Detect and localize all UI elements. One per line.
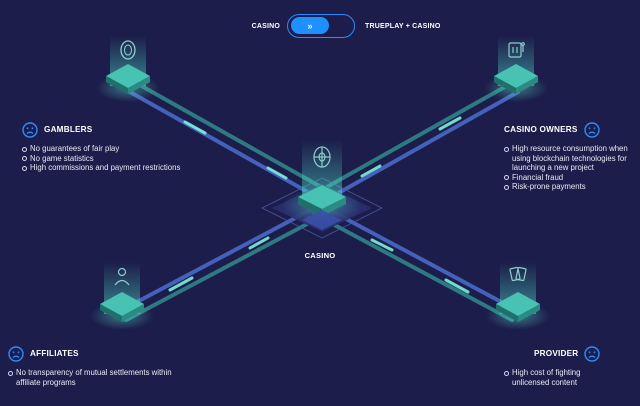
node-casino-owners [484, 36, 548, 102]
affiliates-title: AFFILIATES [30, 349, 79, 359]
list-item: High resource consumption when using blo… [504, 144, 634, 173]
hub-label: CASINO [304, 251, 336, 260]
provider-block: PROVIDER High cost of fighting unlicense… [504, 346, 616, 387]
casino-owners-block: CASINO OWNERS High resource consumption … [504, 122, 634, 192]
toggle-label-trueplay-casino[interactable]: TRUEPLAY + CASINO [365, 23, 441, 30]
provider-list: High cost of fighting unlicensed content [504, 368, 616, 387]
mode-toggle-bar: CASINO » TRUEPLAY + CASINO [0, 14, 640, 40]
roulette-icon [313, 146, 331, 168]
list-item: No transparency of mutual settlements wi… [8, 368, 178, 387]
chip-icon [120, 40, 136, 60]
provider-title: PROVIDER [534, 349, 579, 359]
toggle-knob[interactable]: » [291, 17, 329, 34]
list-item: No game statistics [22, 154, 222, 164]
toggle-label-casino[interactable]: CASINO [251, 23, 280, 30]
mode-toggle-switch[interactable]: » [287, 14, 355, 38]
sad-face-icon [583, 122, 600, 138]
list-item: No guarantees of fair play [22, 144, 222, 154]
list-item: High commissions and payment restriction… [22, 163, 222, 173]
list-item: High cost of fighting unlicensed content [504, 368, 616, 387]
sad-face-icon [8, 346, 24, 362]
cards-icon [509, 266, 527, 282]
affiliates-block: AFFILIATES No transparency of mutual set… [8, 346, 178, 387]
person-icon [114, 267, 130, 286]
list-item: Financial fraud [504, 173, 634, 183]
sad-face-icon [584, 346, 601, 362]
node-provider [486, 262, 550, 330]
casino-owners-title: CASINO OWNERS [504, 125, 578, 135]
connection-lines [116, 82, 522, 322]
casino-owners-list: High resource consumption when using blo… [504, 144, 634, 192]
node-casino-hub [260, 140, 384, 239]
node-affiliates [90, 262, 154, 330]
double-chevron-right-icon: » [307, 20, 313, 31]
slot-machine-icon [508, 42, 525, 58]
gamblers-block: GAMBLERS No guarantees of fair play No g… [22, 122, 222, 173]
list-item: Risk-prone payments [504, 182, 634, 192]
gamblers-list: No guarantees of fair play No game stati… [22, 144, 222, 173]
node-gamblers [96, 36, 160, 102]
affiliates-list: No transparency of mutual settlements wi… [8, 368, 178, 387]
gamblers-title: GAMBLERS [44, 125, 93, 135]
sad-face-icon [22, 122, 38, 138]
